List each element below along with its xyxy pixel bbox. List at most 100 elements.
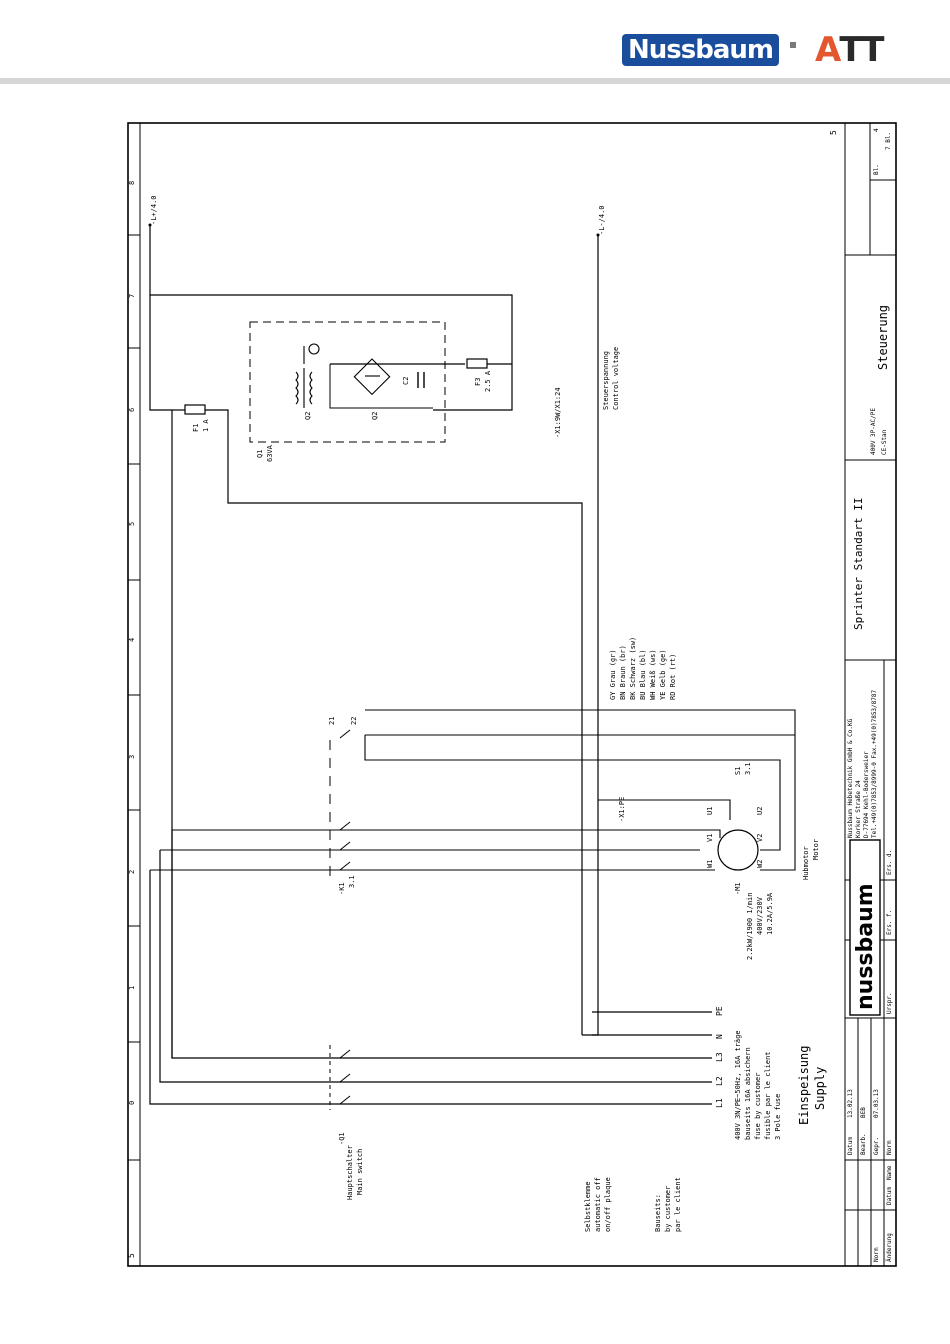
label-fuse-f1-val: 1 A xyxy=(202,419,210,432)
tb-product: Sprinter Standart II xyxy=(852,498,865,630)
supply-pe: PE xyxy=(715,1006,724,1016)
tb-drawing-no-1: 400V 3P-AC/PE xyxy=(870,408,877,455)
tb-rev-col: Norm xyxy=(873,1247,880,1262)
fuse-f3 xyxy=(466,358,488,369)
supply-l3: L3 xyxy=(715,1052,724,1062)
brand-separator xyxy=(790,42,796,48)
label-auto-1: Selbstklemme xyxy=(584,1181,592,1232)
label-phase-w2: W2 xyxy=(756,860,764,868)
label-color-code: RD Rot (rt) xyxy=(669,654,677,700)
label-color-code: BU Blau (bl) xyxy=(639,649,647,700)
label-phase-u1: U1 xyxy=(706,807,714,815)
tb-rev-col: Ers. d. xyxy=(886,850,893,875)
tb-sheet-label: Bl. xyxy=(873,164,880,175)
label-motor-de: Hubmotor xyxy=(802,846,810,880)
tb-company-3: D-77694 Kehl-Bodersweier xyxy=(863,751,870,838)
rectifier xyxy=(353,358,391,396)
tb-rev-col: Urspr. xyxy=(886,992,893,1014)
label-phase-v2: V2 xyxy=(756,834,764,842)
tb-drawn-value: BEB xyxy=(860,1107,867,1118)
fuse-f1 xyxy=(184,404,206,415)
corner-num-bottom: 5 xyxy=(127,1253,136,1258)
label-motor-spec-1: 2.2kW/1900 1/min xyxy=(746,893,754,960)
tb-rev-col: Datum xyxy=(886,1187,893,1205)
label-motor-en: Motor xyxy=(812,839,820,860)
tb-rev-col: Name xyxy=(886,1165,893,1180)
power-supply-box xyxy=(249,321,446,443)
nussbaum-logo: Nussbaum xyxy=(622,30,779,70)
rail-node xyxy=(148,223,152,227)
label-trafo-q2: Q2 xyxy=(304,412,312,420)
transformer xyxy=(295,343,320,408)
grid-ticks xyxy=(128,234,140,1161)
grid-num-5: 5 xyxy=(128,522,136,526)
label-aux-sw: S1 xyxy=(734,767,742,775)
grid-num-4: 4 xyxy=(128,638,136,642)
control-rails xyxy=(149,225,712,1059)
supply-l1: L1 xyxy=(715,1098,724,1108)
grid-num-3: 3 xyxy=(128,755,136,759)
label-color-code: GY Grau (gr) xyxy=(609,649,617,700)
grid-num-6: 6 xyxy=(128,408,136,412)
tb-drawing-no-2: CE-Stan xyxy=(881,429,888,455)
tb-company-4: Tel.+49(0)7853/8999-0 Fax.+49(0)7853/878… xyxy=(871,690,878,838)
supply-n: N xyxy=(715,1034,724,1039)
tb-drawing-title: Steuerung xyxy=(876,305,890,370)
header-divider xyxy=(0,78,950,84)
tb-drawn-label: Bearb. xyxy=(860,1133,867,1155)
label-motor-spec-2: 400V/230V xyxy=(756,896,764,935)
label-phase-w1: W1 xyxy=(706,860,714,868)
label-fuse-f3: F3 xyxy=(474,378,482,386)
tb-company: Nussbaum Hebetechnik GmbH & Co.KG xyxy=(847,718,854,838)
label-customer-2: by customer xyxy=(664,1186,672,1232)
label-supply-en: Supply xyxy=(813,1067,827,1110)
label-phase-v1: V1 xyxy=(706,834,714,842)
capacitor xyxy=(417,372,425,388)
label-supply-spec-1: 400V 3N/PE~50Hz, 16A träge xyxy=(734,1030,742,1140)
tb-company-2: Korker Straße 24 xyxy=(855,780,862,838)
label-motor: -M1 xyxy=(734,882,742,895)
att-brand-rest: TT xyxy=(839,30,884,70)
label-color-code: BN Braun (br) xyxy=(619,645,627,700)
label-aux-contact: 21 xyxy=(328,717,336,725)
label-cap: C2 xyxy=(402,377,410,385)
grid-num-7: 7 xyxy=(128,294,136,298)
label-phase-u2: U2 xyxy=(756,807,764,815)
label-terminal-xpe: -X1:PE xyxy=(618,797,626,822)
label-rectifier: Q2 xyxy=(371,412,379,420)
label-color-code: WH Weiß (ws) xyxy=(649,649,657,700)
tb-checked-label: Gepr. xyxy=(873,1137,880,1155)
supply-lines xyxy=(149,830,712,1105)
label-control-voltage-de: Steuerspannung xyxy=(602,351,610,410)
motor-m1 xyxy=(717,829,759,871)
title-block-lines xyxy=(845,123,896,1266)
label-main-switch: -Q1 xyxy=(338,1132,346,1145)
label-customer-3: par le client xyxy=(674,1177,682,1232)
psu-wiring xyxy=(329,364,433,409)
label-supply-spec-5: 3 Pole fuse xyxy=(774,1094,782,1140)
tb-rev-col: Ers. f. xyxy=(886,910,893,935)
label-aux-contact-2: 22 xyxy=(350,717,358,725)
label-l-top-right: -L-/4.0 xyxy=(598,205,606,235)
label-main-switch-de: Hauptschalter xyxy=(346,1145,354,1200)
tb-date-value: 13.02.13 xyxy=(847,1089,854,1118)
label-control-voltage-en: Control voltage xyxy=(612,347,620,410)
grid-num-2: 2 xyxy=(128,870,136,874)
title-logo-box xyxy=(849,839,881,1016)
main-switch-q1 xyxy=(329,1045,351,1110)
corner-num-top: 5 xyxy=(829,130,838,135)
label-supply-spec-2: bauseits 16A absichern xyxy=(744,1047,752,1140)
label-motor-contactor: -K1 xyxy=(338,882,346,895)
label-auto-3: on/off plaque xyxy=(604,1177,612,1232)
supply-l2: L2 xyxy=(715,1076,724,1086)
label-supply-de: Einspeisung xyxy=(797,1046,811,1125)
grid-num-0: 0 xyxy=(128,1101,136,1105)
label-trafo-q1: Q1 xyxy=(256,450,264,458)
label-terminal-x1: -X1:9W/X1:24 xyxy=(554,387,562,438)
grid-num-8: 8 xyxy=(128,181,136,185)
tb-norm-label: Norm xyxy=(886,1140,893,1155)
label-color-code: BK Schwarz (sw) xyxy=(629,637,637,700)
label-customer-1: Bauseits: xyxy=(654,1194,662,1232)
tb-rev-col: Änderung xyxy=(886,1233,893,1262)
